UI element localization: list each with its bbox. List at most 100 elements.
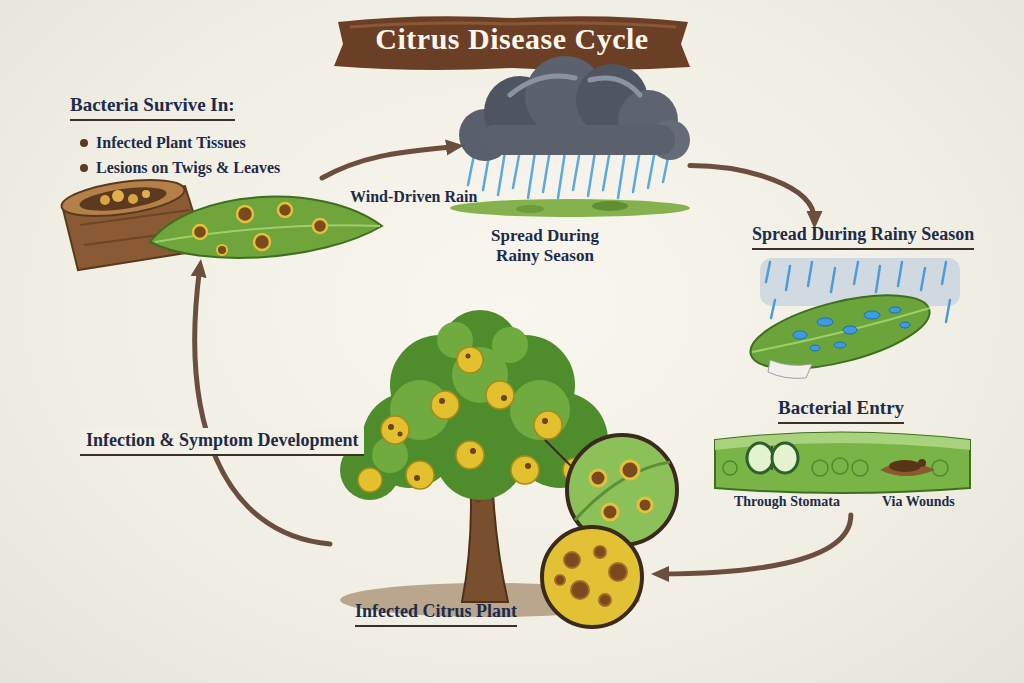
leaf-cross-section (772, 443, 798, 473)
stage-item: Infected Plant Tissues (80, 134, 246, 152)
magnified-leaf (638, 498, 652, 512)
magnified-leaf (590, 470, 606, 486)
spotted-leaf (254, 234, 270, 250)
null (457, 347, 483, 373)
stage-heading: Bacteria Survive In: (70, 94, 235, 121)
null (889, 307, 901, 313)
arrow-label: Infection & Symptom Development (80, 428, 364, 456)
null (456, 441, 484, 469)
null (834, 342, 846, 348)
null (388, 424, 394, 430)
rain-spread-stage: Spread During Rainy Season (750, 220, 965, 390)
title-banner (334, 16, 690, 70)
infected-log (112, 190, 124, 202)
magnified-leaf (602, 504, 618, 520)
rain-stage: Spread During Rainy Season (455, 80, 690, 270)
null (414, 475, 420, 481)
rain-cloud (480, 125, 675, 155)
cycle-arrow (690, 166, 815, 221)
null (358, 468, 382, 492)
null (594, 546, 606, 558)
null (381, 416, 409, 444)
magnified-fruit (542, 527, 642, 627)
stage-item: Lesions on Twigs & Leaves (80, 159, 280, 177)
null (793, 331, 807, 339)
null (555, 575, 565, 585)
infected-plant: Infected Citrus Plant (330, 325, 660, 625)
null (466, 354, 471, 359)
null (388, 354, 548, 482)
null (843, 326, 857, 334)
null (406, 461, 434, 489)
leaf-cross-section (918, 459, 926, 467)
diagram-title: Citrus Disease Cycle (340, 22, 684, 56)
null (525, 463, 531, 469)
null (534, 411, 562, 439)
stage-item: Through Stomata (734, 494, 840, 510)
stage-item: Via Wounds (882, 494, 955, 510)
null (510, 380, 570, 440)
rain-cloud (510, 76, 640, 95)
leaf-cross-section (889, 460, 921, 472)
null (501, 395, 507, 401)
leaf-cross-section (747, 443, 773, 473)
entry-stage: Bacterial EntryThrough Stomata Via Wounds (712, 395, 974, 515)
null (723, 461, 737, 475)
null (431, 391, 459, 419)
null (852, 460, 868, 476)
title-banner (334, 16, 690, 70)
spotted-leaf (313, 219, 327, 233)
magnified-leaf (545, 440, 575, 470)
cycle-arrow (322, 147, 455, 179)
null (555, 546, 627, 606)
infected-log (128, 194, 138, 204)
arrow-label: Wind-Driven Rain (350, 188, 477, 206)
stage-heading: Infected Citrus Plant (355, 601, 517, 627)
magnified-fruit (542, 527, 642, 627)
spotted-leaf (150, 197, 382, 258)
spotted-leaf (150, 197, 382, 258)
infected-log (59, 174, 186, 223)
rain-cloud (592, 201, 628, 211)
infected-log (78, 183, 168, 215)
wet-leaf (752, 308, 930, 352)
wet-leaf (743, 258, 960, 383)
rain-cloud (450, 56, 690, 217)
null (832, 458, 848, 474)
leaf-cross-section (771, 446, 773, 470)
leaf-cross-section (715, 433, 970, 494)
spotted-leaf (278, 203, 292, 217)
infected-log (142, 190, 150, 198)
null (864, 311, 880, 319)
spotted-leaf (193, 225, 207, 239)
null (932, 460, 948, 476)
null (812, 460, 828, 476)
wet-leaf (743, 281, 936, 384)
rain-cloud (516, 205, 544, 213)
spotted-leaf (217, 245, 227, 255)
stage-heading: Bacterial Entry (778, 397, 904, 424)
stage-heading: Spread During Rainy Season (752, 224, 974, 250)
magnified-leaf (545, 435, 677, 545)
null (564, 552, 580, 568)
null (609, 563, 627, 581)
null (793, 307, 910, 351)
stage-heading: Spread During Rainy Season (475, 226, 615, 265)
null (571, 581, 589, 599)
null (542, 418, 548, 424)
infected-log (100, 195, 110, 205)
null (511, 456, 539, 484)
null (372, 322, 570, 473)
null (439, 398, 445, 404)
cycle-arrow (660, 515, 851, 574)
null (398, 432, 403, 437)
wet-leaf (768, 360, 812, 378)
null (358, 347, 587, 492)
null (435, 410, 525, 500)
null (900, 322, 910, 328)
cycle-arrow (195, 268, 330, 544)
survival-stage: Bacteria Survive In: Infected Plant Tissu… (62, 88, 322, 268)
null (817, 318, 833, 326)
